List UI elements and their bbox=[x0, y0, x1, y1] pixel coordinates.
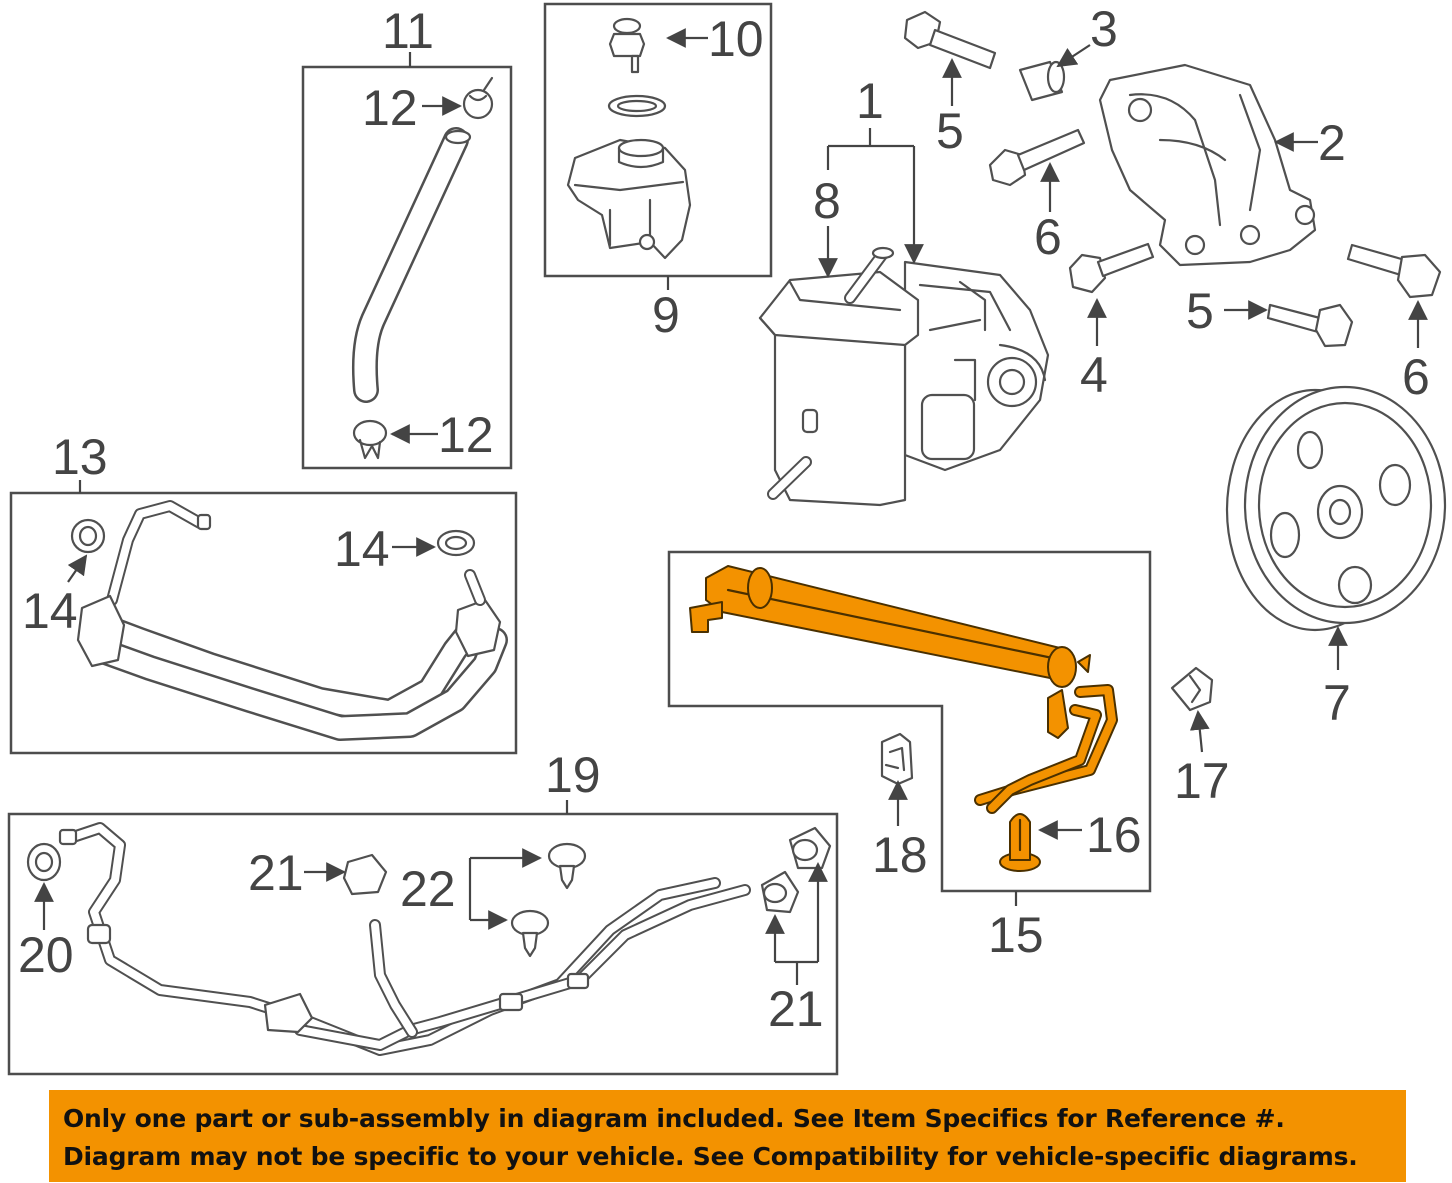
callout-10: 10 bbox=[708, 11, 764, 67]
callout-3: 3 bbox=[1090, 1, 1118, 57]
reservoir-part-8 bbox=[758, 246, 920, 507]
group-box-15 bbox=[667, 550, 1152, 893]
bolt-part-5-top bbox=[903, 10, 997, 70]
cap-part-10 bbox=[608, 17, 646, 74]
callout-7: 7 bbox=[1323, 675, 1351, 731]
seal-ring-part-14-left bbox=[70, 518, 106, 554]
seal-ring-part-14-right bbox=[436, 529, 476, 557]
cooler-part-15-highlighted bbox=[689, 565, 1118, 814]
callout-9: 9 bbox=[652, 287, 680, 343]
callout-12-bottom: 12 bbox=[438, 407, 494, 463]
callout-14-left: 14 bbox=[22, 583, 78, 639]
callout-6-top: 6 bbox=[1034, 209, 1062, 265]
callout-14-right: 14 bbox=[334, 521, 390, 577]
callout-11: 11 bbox=[382, 3, 434, 59]
callout-17: 17 bbox=[1174, 753, 1230, 809]
callout-2: 2 bbox=[1318, 115, 1346, 171]
clamp-part-12-bottom bbox=[352, 419, 388, 460]
clamp-part-12-top bbox=[462, 76, 494, 120]
callout-20: 20 bbox=[18, 927, 74, 983]
group-box-13 bbox=[9, 491, 518, 755]
callout-19: 19 bbox=[545, 747, 601, 803]
clip-part-21-left bbox=[342, 853, 388, 896]
callout-21-right: 21 bbox=[768, 981, 824, 1037]
pushpin-part-17 bbox=[1170, 666, 1214, 712]
callout-6-right: 6 bbox=[1402, 349, 1430, 405]
clip-part-21-right-lower bbox=[760, 870, 800, 914]
pushpin-part-22-lower bbox=[510, 909, 550, 958]
pulley-part-7 bbox=[1225, 385, 1447, 632]
pump-assembly-part-1 bbox=[903, 260, 1050, 472]
callout-18: 18 bbox=[872, 827, 928, 883]
callout-16: 16 bbox=[1086, 807, 1142, 863]
clip-part-21-right-upper bbox=[788, 826, 832, 870]
bolt-part-4 bbox=[1068, 242, 1155, 294]
bracket-part-2 bbox=[1098, 63, 1317, 267]
callout-22: 22 bbox=[400, 861, 456, 917]
pushpin-part-22-upper bbox=[547, 842, 587, 890]
group-box-19 bbox=[7, 812, 839, 1076]
disclaimer-banner: Only one part or sub-assembly in diagram… bbox=[49, 1090, 1406, 1182]
group-box-9 bbox=[543, 2, 773, 278]
hose-part-11 bbox=[351, 127, 472, 403]
leader-lines bbox=[34, 28, 1428, 985]
bolt-part-6-right bbox=[1346, 243, 1442, 299]
group-box-11 bbox=[301, 65, 513, 470]
pin-part-16-highlighted bbox=[999, 813, 1041, 872]
callout-5-right: 5 bbox=[1186, 283, 1214, 339]
callout-1: 1 bbox=[856, 73, 884, 129]
bolt-part-6-top bbox=[988, 128, 1086, 187]
seal-ring-part-9 bbox=[607, 94, 667, 118]
callout-21-left: 21 bbox=[248, 845, 304, 901]
callout-8: 8 bbox=[813, 173, 841, 229]
disclaimer-line-1: Only one part or sub-assembly in diagram… bbox=[63, 1104, 1285, 1133]
reservoir-part-9 bbox=[566, 138, 692, 260]
line-assembly-part-19 bbox=[58, 822, 751, 1056]
spacer-part-3 bbox=[1018, 60, 1066, 102]
callout-5-top: 5 bbox=[936, 103, 964, 159]
seal-ring-part-20 bbox=[26, 842, 62, 882]
disclaimer-line-2: Diagram may not be specific to your vehi… bbox=[63, 1142, 1358, 1171]
clip-part-18 bbox=[880, 732, 914, 786]
hose-assembly-part-13 bbox=[76, 500, 508, 741]
callout-15: 15 bbox=[988, 907, 1044, 963]
bolt-part-5-right bbox=[1266, 303, 1354, 348]
callout-13: 13 bbox=[52, 429, 108, 485]
callout-12-top: 12 bbox=[362, 80, 418, 136]
callout-4: 4 bbox=[1080, 347, 1108, 403]
